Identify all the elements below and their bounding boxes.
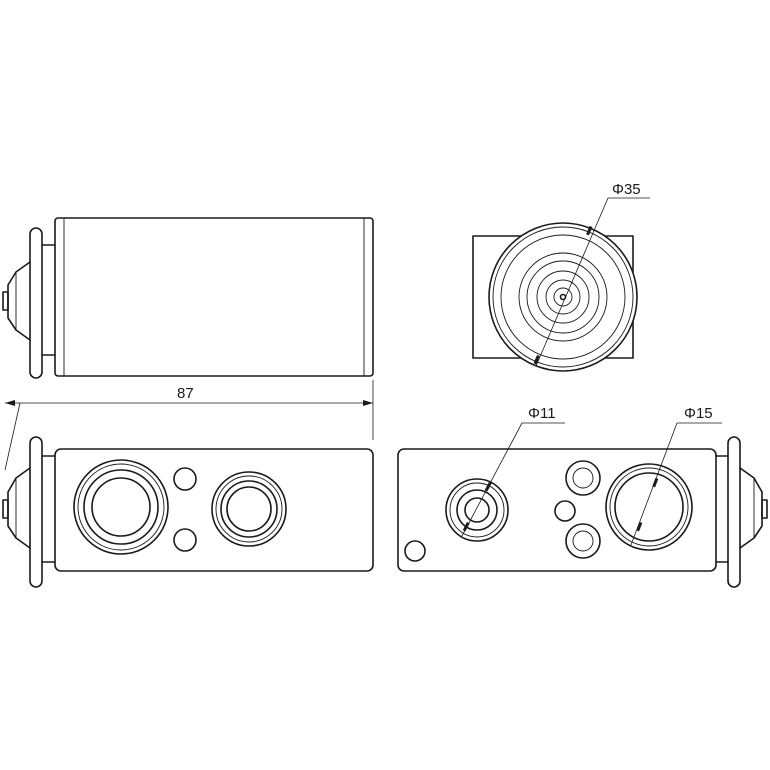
side-view-flange <box>29 227 43 379</box>
end-view-outer-circle <box>488 222 638 372</box>
bottom-right-corner-hole <box>404 540 426 562</box>
bottom-right-body <box>397 448 717 572</box>
port-large-diameter-label: Φ15 <box>684 405 713 422</box>
bottom-right-flange <box>727 436 741 588</box>
port-small-diameter-leader <box>461 422 523 537</box>
bottom-right-large-port <box>605 463 693 551</box>
port-small-diameter-label: Φ11 <box>528 405 556 422</box>
bottom-right-small-port <box>445 478 509 542</box>
bottom-right-hole-top <box>565 460 601 496</box>
length-dimension: 87 <box>4 380 374 471</box>
bottom-left-large-port <box>73 459 169 555</box>
bottom-right-cap <box>739 467 763 549</box>
bottom-left-bolt-hole-bottom <box>173 528 197 552</box>
bottom-left-cap <box>7 467 31 549</box>
side-view-cap <box>7 261 31 341</box>
bottom-left-bolt-hole-top <box>173 467 197 491</box>
length-label: 87 <box>177 385 194 402</box>
bottom-right-view: Φ11 Φ15 <box>397 405 768 588</box>
side-view <box>2 217 374 379</box>
bottom-left-body <box>54 448 374 572</box>
end-view: Φ35 <box>472 181 650 372</box>
bottom-left-flange <box>29 436 43 588</box>
bottom-left-view <box>2 436 374 588</box>
bottom-left-medium-port <box>211 471 287 547</box>
outer-diameter-label: Φ35 <box>612 181 641 198</box>
bottom-right-hole-bottom <box>565 523 601 559</box>
bottom-right-hole-middle <box>554 500 576 522</box>
outer-diameter-leader <box>535 197 609 367</box>
side-view-body <box>54 217 374 377</box>
